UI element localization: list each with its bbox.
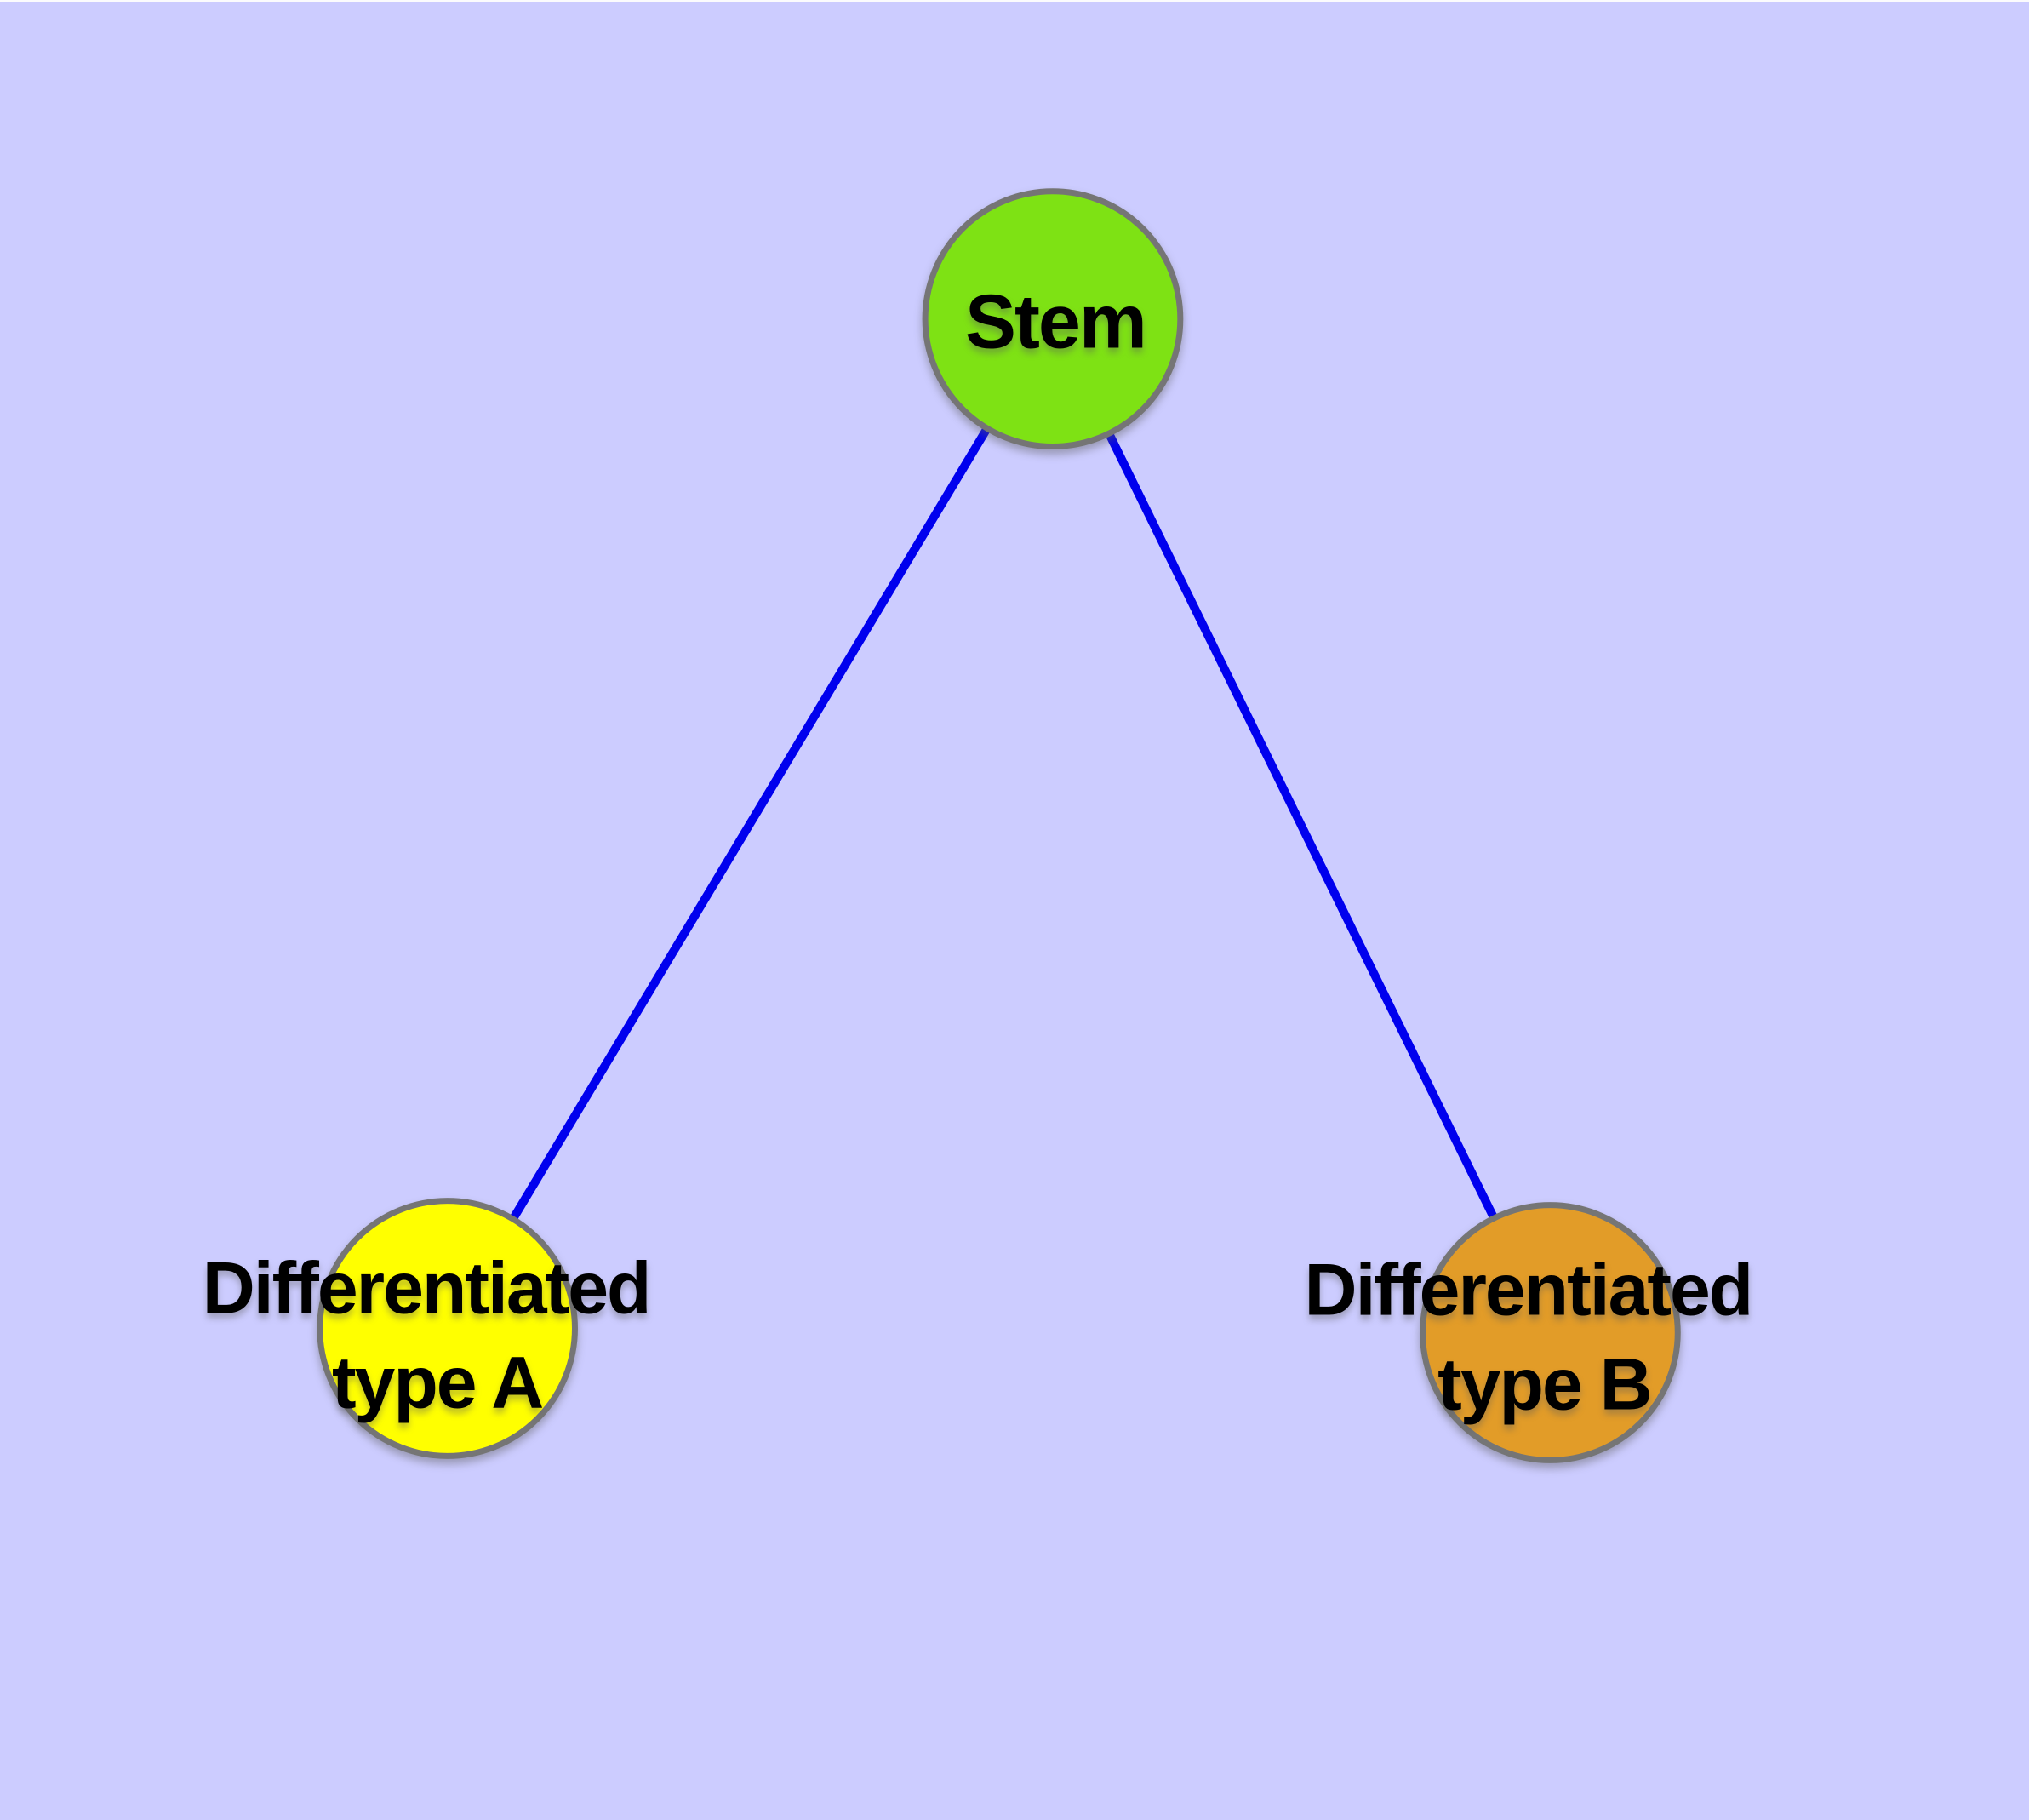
node-type-a xyxy=(317,1198,578,1459)
node-type-b-label-line1: Differentiated xyxy=(1305,1250,1752,1331)
edge-stem-to-type-b xyxy=(1049,317,1554,1335)
edge-stem-to-type-a xyxy=(443,317,1057,1331)
node-type-b xyxy=(1420,1202,1681,1463)
node-stem-label: Stem xyxy=(965,280,1146,365)
node-stem xyxy=(922,188,1184,450)
node-type-b-label-line2: type B xyxy=(1437,1343,1651,1425)
node-type-a-label-line1: Differentiated xyxy=(203,1248,650,1330)
node-type-a-label-line2: type A xyxy=(332,1342,542,1423)
